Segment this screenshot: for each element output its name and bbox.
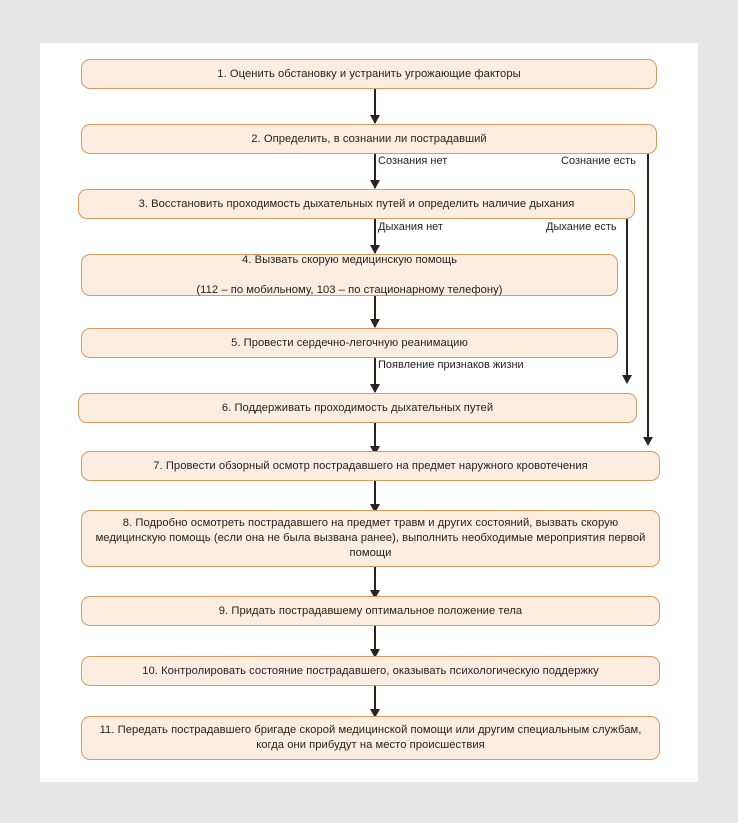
flow-node-10[interactable]: 10. Контролировать состояние пострадавше… [81,656,660,686]
flow-node-7-label: 7. Провести обзорный осмотр пострадавшег… [153,459,588,472]
connector-10-to-11 [374,686,376,717]
arrowhead-1-to-2 [369,115,380,124]
arrowhead-9-to-10 [369,649,380,658]
flow-node-8[interactable]: 8. Подробно осмотреть пострадавшего на п… [81,510,660,567]
flow-node-9-label: 9. Придать пострадавшему оптимальное пол… [218,604,523,617]
flow-node-3[interactable]: 3. Восстановить проходимость дыхательных… [78,189,635,219]
white-canvas: 1. Оценить обстановку и устранить угрожа… [40,43,698,782]
flow-node-4-line-1: 4. Вызвать скорую медицинскую помощь [242,253,457,266]
arrowhead-3-to-6 [621,375,632,384]
connector-5-to-6 [374,358,376,392]
arrowhead-5-to-6 [369,384,380,393]
flow-node-1[interactable]: 1. Оценить обстановку и устранить угрожа… [81,59,657,89]
flow-node-4-label: 4. Вызвать скорую медицинскую помощь (11… [90,253,609,298]
edge-label-no-breathing: Дыхания нет [378,221,443,233]
connector-3-to-4 [374,219,376,253]
connector-2-to-7 [647,154,649,444]
flow-node-3-label: 3. Восстановить проходимость дыхательных… [138,197,575,210]
arrowhead-7-to-8 [369,504,380,513]
connector-1-to-2 [374,89,376,123]
arrowhead-6-to-7 [369,446,380,455]
arrowhead-10-to-11 [369,709,380,718]
connector-4-to-5 [374,296,376,327]
arrowhead-2-to-3 [369,180,380,189]
arrowhead-4-to-5 [369,319,380,328]
flow-node-5[interactable]: 5. Провести сердечно-легочную реанимацию [81,328,618,358]
flow-node-9[interactable]: 9. Придать пострадавшему оптимальное пол… [81,596,660,626]
connector-7-to-8 [374,481,376,512]
connector-2-to-3 [374,154,376,188]
arrowhead-8-to-9 [369,590,380,599]
edge-label-signs-of-life: Появление признаков жизни [378,359,524,371]
edge-label-no-consciousness: Сознания нет [378,155,448,167]
flow-node-1-label: 1. Оценить обстановку и устранить угрожа… [217,67,521,80]
flow-node-4[interactable]: 4. Вызвать скорую медицинскую помощь (11… [81,254,618,296]
flowchart-diagram: 1. Оценить обстановку и устранить угрожа… [40,43,698,782]
flow-node-10-label: 10. Контролировать состояние пострадавше… [142,664,599,677]
edge-label-has-breathing: Дыхание есть [546,221,617,233]
flow-node-2-label: 2. Определить, в сознании ли пострадавши… [251,132,487,145]
arrowhead-3-to-4 [369,245,380,254]
connector-9-to-10 [374,626,376,657]
connector-3-to-6 [626,219,628,382]
flow-node-7[interactable]: 7. Провести обзорный осмотр пострадавшег… [81,451,660,481]
flow-node-6-label: 6. Поддерживать проходимость дыхательных… [221,401,494,414]
edge-label-has-consciousness: Сознание есть [561,155,636,167]
connector-6-to-7 [374,423,376,455]
flow-node-11[interactable]: 11. Передать пострадавшего бригаде скоро… [81,716,660,760]
flow-node-4-line-2: (112 – по мобильному, 103 – по стационар… [196,283,503,296]
flow-node-11-label: 11. Передать пострадавшего бригаде скоро… [99,724,642,751]
flow-node-5-label: 5. Провести сердечно-легочную реанимацию [231,336,468,349]
flow-node-2[interactable]: 2. Определить, в сознании ли пострадавши… [81,124,657,154]
connector-8-to-9 [374,567,376,598]
flow-node-8-label: 8. Подробно осмотреть пострадавшего на п… [95,517,646,559]
arrowhead-2-to-7 [642,437,653,446]
flow-node-6[interactable]: 6. Поддерживать проходимость дыхательных… [78,393,637,423]
